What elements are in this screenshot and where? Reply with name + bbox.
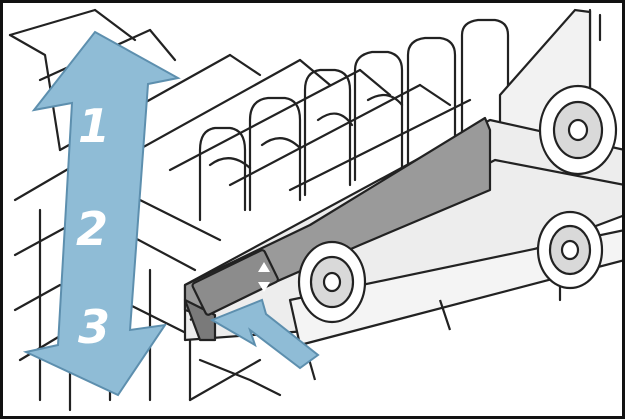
wheel-center: [299, 242, 365, 322]
wheel-lower-right: [538, 212, 602, 288]
height-label-1: 1: [78, 99, 110, 153]
wheel-upper-right: [540, 86, 616, 174]
height-label-2: 2: [76, 202, 108, 256]
height-label-3: 3: [78, 300, 110, 354]
